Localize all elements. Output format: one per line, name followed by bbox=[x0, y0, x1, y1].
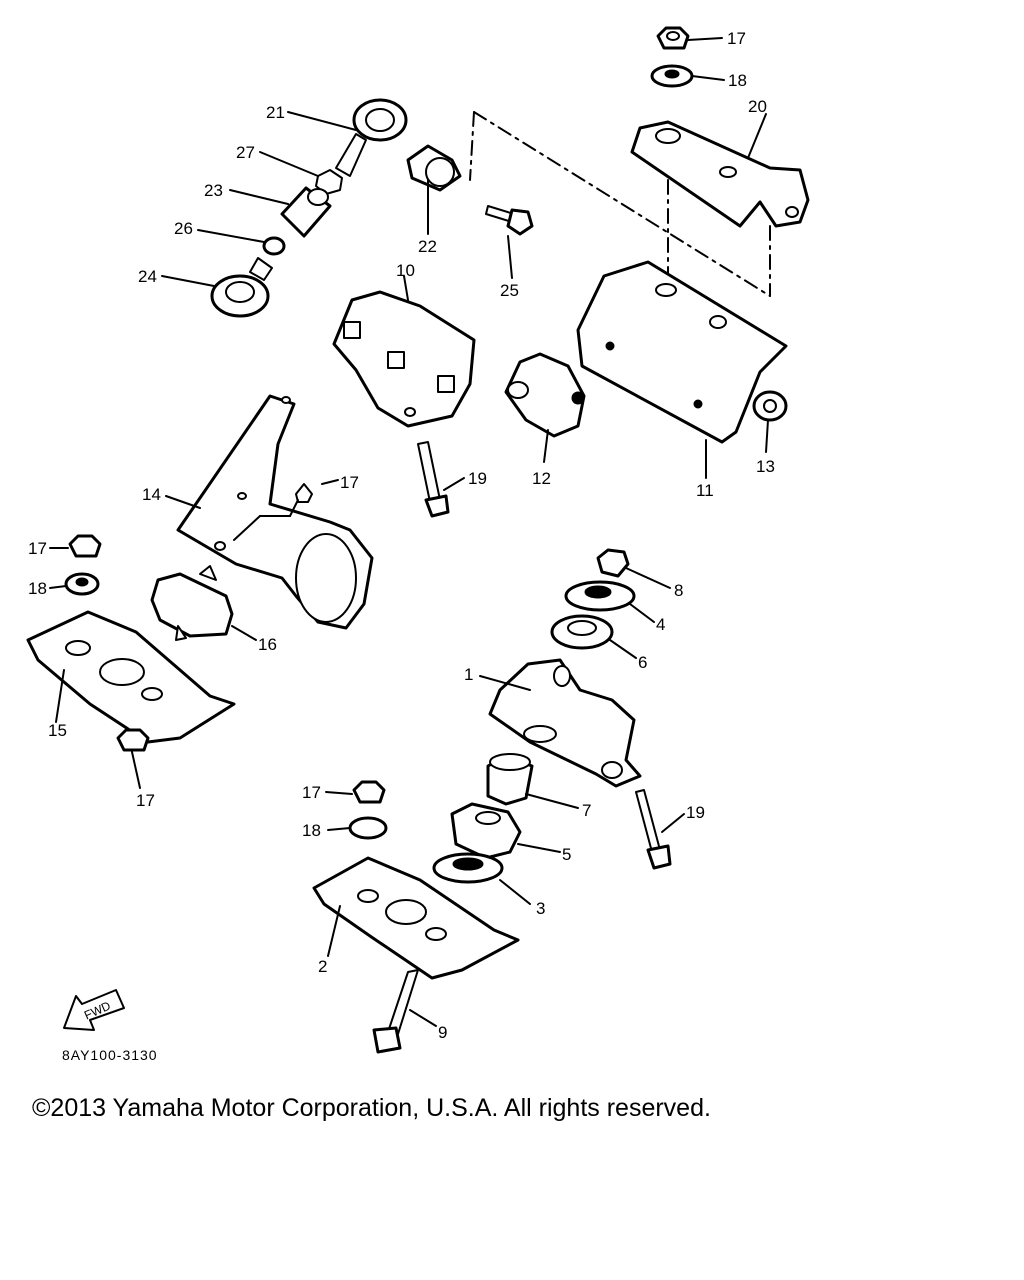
label-17-stay: 17 bbox=[340, 473, 359, 492]
label-19-lower: 19 bbox=[686, 803, 705, 822]
label-19-upper: 19 bbox=[468, 469, 487, 488]
part-16-damper bbox=[150, 565, 234, 641]
part-19-bolt-lower bbox=[635, 789, 672, 870]
part-3-washer bbox=[432, 852, 504, 884]
part-22-bushing bbox=[406, 144, 462, 192]
label-10: 10 bbox=[396, 261, 415, 280]
part-20-bracket bbox=[630, 120, 810, 228]
label-1: 1 bbox=[464, 665, 473, 684]
label-5: 5 bbox=[562, 845, 571, 864]
label-13: 13 bbox=[756, 457, 775, 476]
label-22: 22 bbox=[418, 237, 437, 256]
label-2: 2 bbox=[318, 957, 327, 976]
part-17-nut-top bbox=[656, 26, 690, 50]
label-17-bottom-left: 17 bbox=[136, 791, 155, 810]
label-3: 3 bbox=[536, 899, 545, 918]
part-17-nut-bottom-left bbox=[116, 728, 150, 752]
part-26-ring bbox=[262, 236, 286, 256]
label-14: 14 bbox=[142, 485, 161, 504]
copyright-notice: ©2013 Yamaha Motor Corporation, U.S.A. A… bbox=[32, 1094, 711, 1122]
part-27-nut bbox=[315, 169, 343, 195]
label-7: 7 bbox=[582, 801, 591, 820]
label-17: 17 bbox=[727, 29, 746, 48]
part-23-sleeve bbox=[280, 186, 332, 238]
part-14-stay bbox=[176, 394, 374, 630]
part-17-nut-bottom bbox=[352, 780, 386, 804]
alignment-line-left bbox=[469, 111, 475, 181]
part-21-rod-end bbox=[335, 98, 408, 177]
part-11-cover bbox=[576, 260, 788, 444]
part-labels: 17 18 20 21 27 23 26 24 22 25 10 12 11 1… bbox=[28, 29, 775, 1042]
label-11: 11 bbox=[696, 481, 714, 500]
exploded-parts-diagram: FWD 17 bbox=[26, 26, 810, 1063]
label-25: 25 bbox=[500, 281, 519, 300]
part-7-sleeve bbox=[486, 753, 534, 806]
label-17-left: 17 bbox=[28, 539, 47, 558]
label-6: 6 bbox=[638, 653, 647, 672]
label-4: 4 bbox=[656, 615, 665, 634]
leader-lines bbox=[49, 37, 769, 1027]
label-8: 8 bbox=[674, 581, 683, 600]
part-8-nut bbox=[596, 548, 630, 578]
part-13-grommet bbox=[752, 390, 788, 422]
label-27: 27 bbox=[236, 143, 255, 162]
label-18-bottom: 18 bbox=[302, 821, 321, 840]
label-17-bottom: 17 bbox=[302, 783, 321, 802]
label-18-left: 18 bbox=[28, 579, 47, 598]
label-20: 20 bbox=[748, 97, 767, 116]
fwd-arrow-icon: FWD bbox=[63, 989, 125, 1031]
alignment-line-upper bbox=[473, 111, 771, 297]
figure-code: 8AY100-3130 bbox=[62, 1047, 158, 1063]
label-24: 24 bbox=[138, 267, 157, 286]
label-21: 21 bbox=[266, 103, 285, 122]
part-4-washer bbox=[564, 580, 636, 612]
label-12: 12 bbox=[532, 469, 551, 488]
part-12-meter bbox=[504, 352, 586, 438]
part-19-bolt-upper bbox=[417, 441, 450, 518]
part-17-nut-left bbox=[68, 534, 102, 558]
part-10-bracket bbox=[332, 290, 476, 428]
label-9: 9 bbox=[438, 1023, 447, 1042]
part-2-bracket bbox=[312, 856, 520, 980]
part-15-bracket bbox=[26, 610, 236, 744]
part-18-washer-bottom bbox=[348, 816, 388, 840]
part-6-collar bbox=[550, 614, 614, 650]
label-26: 26 bbox=[174, 219, 193, 238]
label-18: 18 bbox=[728, 71, 747, 90]
label-23: 23 bbox=[204, 181, 223, 200]
part-18-washer-top bbox=[650, 64, 694, 88]
part-25-bolt bbox=[485, 205, 534, 236]
part-24-knob bbox=[210, 257, 273, 318]
part-1-bracket bbox=[488, 658, 642, 788]
label-16: 16 bbox=[258, 635, 277, 654]
part-5-bushing bbox=[450, 802, 522, 860]
part-9-bolt bbox=[372, 969, 419, 1054]
part-18-washer-left bbox=[64, 572, 100, 596]
label-15: 15 bbox=[48, 721, 67, 740]
